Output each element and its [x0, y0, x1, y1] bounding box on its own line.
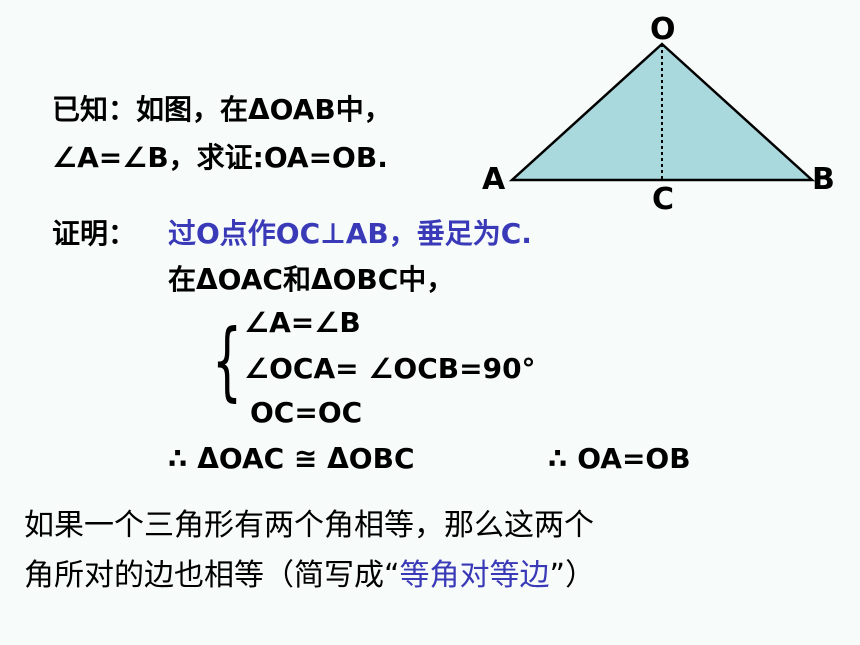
theorem-line-1: 如果一个三角形有两个角相等，那么这两个	[24, 508, 594, 543]
vertex-label-o: O	[650, 12, 676, 47]
condition-1: ∠A=∠B	[244, 306, 361, 339]
theorem-highlight: 等角对等边	[399, 558, 550, 593]
condition-brace: {	[212, 311, 243, 411]
given-line-1: 已知：如图，在ΔOAB中，	[52, 93, 392, 126]
given-line-2: ∠A=∠B，求证:OA=OB.	[52, 141, 388, 174]
theorem-line-2-suffix: ”）	[549, 558, 596, 593]
proof-step-2: 在ΔOAC和ΔOBC中，	[168, 263, 455, 296]
theorem-line-2-prefix: 角所对的边也相等（简写成“	[24, 558, 400, 593]
congruence-statement: ∴ ΔOAC ≅ ΔOBC	[168, 442, 415, 475]
condition-3: OC=OC	[250, 396, 363, 429]
vertex-label-b: B	[812, 162, 835, 197]
foot-label-c: C	[652, 182, 675, 217]
proof-step-1: 过O点作OC⊥AB，垂足为C.	[168, 217, 532, 250]
condition-2: ∠OCA= ∠OCB=90°	[244, 352, 536, 385]
vertex-label-a: A	[482, 162, 506, 197]
theorem-line-2: 角所对的边也相等（简写成“等角对等边”）	[24, 550, 595, 594]
proof-label: 证明：	[52, 217, 137, 250]
proof-result: ∴ OA=OB	[548, 442, 691, 475]
